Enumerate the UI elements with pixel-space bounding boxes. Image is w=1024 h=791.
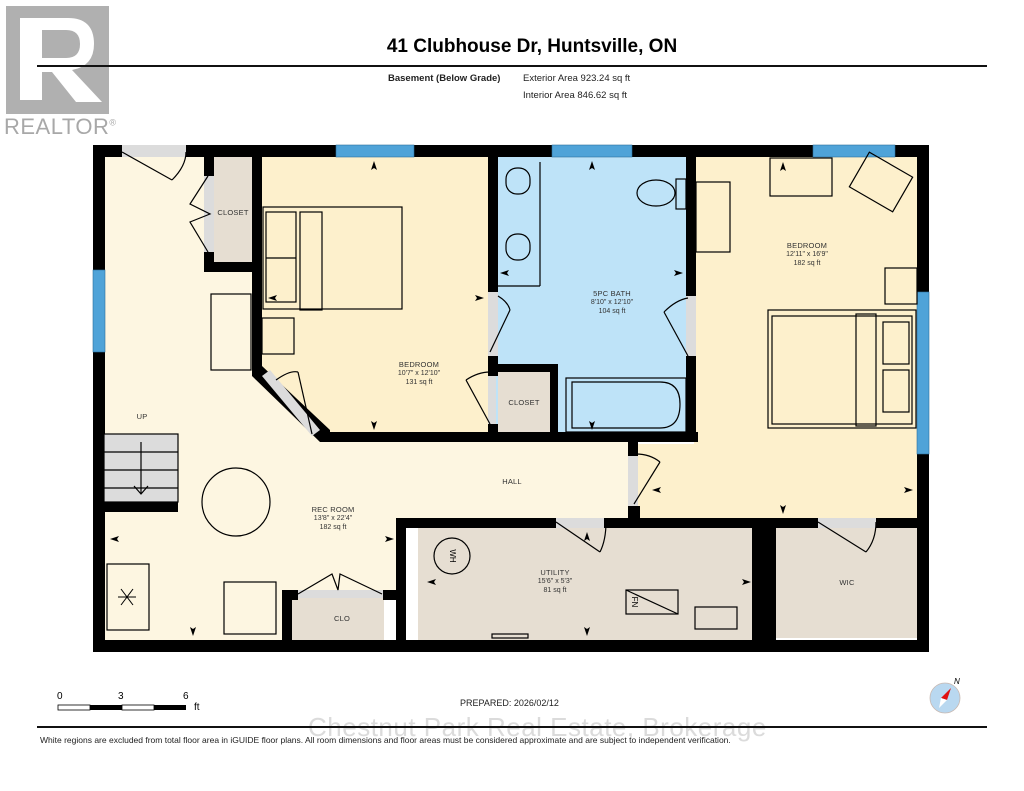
room-label-clo: CLO [333, 614, 351, 623]
exterior-area: Exterior Area 923.24 sq ft [523, 73, 631, 84]
page-title: 41 Clubhouse Dr, Huntsville, ON [386, 36, 678, 57]
title-divider [37, 65, 987, 67]
compass-icon: N [929, 677, 961, 714]
clo-area [288, 598, 384, 640]
windows [92, 144, 930, 455]
snowflake-icon [118, 588, 136, 606]
doors-fixtures [103, 151, 918, 639]
arrows [110, 161, 913, 636]
realtor-logo-text: REALTOR® [4, 114, 117, 139]
scale-unit: ft [194, 702, 200, 713]
floor-name: Basement (Below Grade) [388, 73, 501, 84]
disclaimer-text: White regions are excluded from total fl… [40, 735, 731, 745]
furnace-label: FN [630, 597, 639, 608]
prepared-date: PREPARED: 2026/02/12 [460, 698, 559, 708]
bedroom-2-area [694, 156, 920, 518]
stairs-up-label: UP [136, 412, 148, 421]
scale-tick-0: 0 [57, 691, 63, 702]
compass-north-label: N [954, 677, 960, 686]
closet-2-area [498, 370, 550, 434]
footer-divider [37, 726, 987, 728]
room-label-closet-2: CLOSET [508, 398, 540, 407]
scale-tick-3: 3 [118, 691, 124, 702]
room-label-closet-1: CLOSET [217, 208, 249, 217]
realtor-logo-icon [6, 6, 109, 114]
utility-area [418, 526, 754, 640]
room-label-hall: HALL [502, 477, 522, 486]
interior-area: Interior Area 846.62 sq ft [523, 90, 628, 101]
hall-area [404, 436, 632, 520]
scale-bar [57, 704, 186, 711]
closet-1-area [212, 156, 256, 264]
wic-area [776, 526, 918, 638]
scale-tick-6: 6 [183, 691, 189, 702]
bedroom-1-area [262, 156, 490, 436]
room-label-wic: WIC [839, 578, 855, 587]
water-heater-label: WH [448, 549, 457, 563]
